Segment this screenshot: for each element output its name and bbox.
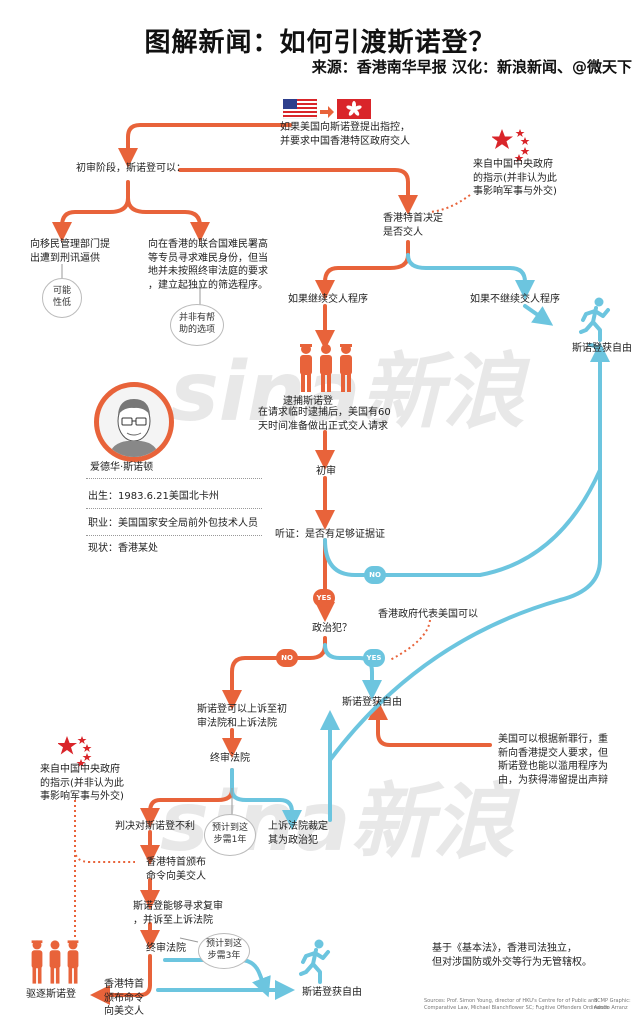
node-first-trial: 初审 <box>316 466 336 477</box>
node-final-court-2: 终审法院 <box>146 943 186 954</box>
badge-yes-political: YES <box>363 649 385 667</box>
node-immigration: 向移民管理部门提 出遭到刑讯逼供 <box>30 239 110 264</box>
node-not-continue: 如果不继续交人程序 <box>470 294 560 305</box>
bubble-estimate-1y-text: 预计到这 步需1年 <box>211 823 248 845</box>
node-central-gov-top: 来自中国中央政府 的指示(并非认为此 事影响军事与外交) <box>473 159 557 197</box>
line-firststage-to-ceo <box>178 168 418 215</box>
hk-flag-icon <box>337 99 371 119</box>
node-final-court-1: 终审法院 <box>210 753 250 764</box>
line-newcharge-loop <box>368 700 492 747</box>
node-unhcr: 向在香港的联合国难民署高 等专员寻求难民身份，但当 地并未按照终审法庭的要求 ，… <box>148 239 268 291</box>
node-continue-process: 如果继续交人程序 <box>288 294 368 305</box>
profile-divider <box>86 508 262 509</box>
line-ceo-to-continue <box>315 240 410 300</box>
police-arrest-icon <box>296 342 356 398</box>
node-deport: 驱逐斯诺登 <box>26 989 76 1000</box>
node-us-new-charge: 美国可以根据新罪行，重 新向香港提交人要求，但 斯诺登也能以滥用程序为 由，为获… <box>498 734 608 786</box>
line-hearing-no <box>323 468 602 577</box>
node-ruled-against: 判决对斯诺登不利 <box>115 821 195 832</box>
node-ceo-order-1: 香港特首颁布 命令向美交人 <box>146 857 206 882</box>
line-split-left <box>52 180 130 242</box>
profile-born: 出生：1983.6.21美国北卡州 <box>88 491 219 502</box>
node-hk-ceo-decide: 香港特首决定 是否交人 <box>383 213 443 238</box>
node-appeal-ruled: 上诉法院裁定 其为政治犯 <box>268 821 328 846</box>
line-final1-to-ruled <box>140 768 234 828</box>
us-flag-icon <box>282 98 318 120</box>
badge-no-political: NO <box>276 649 298 667</box>
line-not-continue <box>406 253 535 300</box>
bubble-not-helpful: 并非有帮 助的选项 <box>170 304 224 346</box>
node-free-right: 斯诺登获自由 <box>572 343 632 354</box>
profile-job: 职业：美国国家安全局前外包技术人员 <box>88 518 258 529</box>
node-arrest-detail: 在请求临时逮捕后，美国有60 天时间准备做出正式交人请求 <box>258 407 391 432</box>
node-central-gov-bottom: 来自中国中央政府 的指示(并非认为此 事影响军事与外交) <box>40 764 124 802</box>
line-rail-to-final <box>328 558 602 797</box>
china-stars-icon <box>57 735 94 771</box>
bubble-possible-low-text: 可能 性低 <box>52 286 71 308</box>
bubble-estimate-3y-text: 预计到这 步需3年 <box>205 939 242 961</box>
bubble-not-helpful-text: 并非有帮 助的选项 <box>178 313 215 335</box>
node-arrest: 逮捕斯诺登 <box>283 396 333 407</box>
dotted-central-top <box>429 194 471 213</box>
page-title: 图解新闻：如何引渡斯诺登？ <box>144 28 496 58</box>
sources-right: SCMP Graphic: Adolfo Arranz <box>594 998 631 1011</box>
arrow-right-icon <box>320 103 334 122</box>
bubble-estimate-1y: 预计到这 步需1年 <box>204 814 256 856</box>
line-political-no <box>222 636 327 710</box>
running-man-icon <box>578 296 614 346</box>
profile-divider <box>86 478 262 479</box>
badge-no-hearing: NO <box>364 566 386 584</box>
dotted-hkgov-represent <box>389 619 431 661</box>
line-final1-to-appealruled <box>230 768 302 830</box>
badge-yes-hearing: YES <box>313 589 335 607</box>
line-split-right <box>126 196 210 242</box>
snowden-portrait-icon <box>94 382 174 462</box>
profile-status: 现状：香港某处 <box>88 543 158 554</box>
node-first-stage: 初审阶段，斯诺登可以： <box>76 163 186 174</box>
line-top-to-firststage <box>118 123 292 168</box>
node-free-mid: 斯诺登获自由 <box>342 697 402 708</box>
china-stars-icon <box>491 127 532 167</box>
profile-divider <box>86 535 262 536</box>
police-arrest-icon <box>28 938 82 990</box>
node-hearing: 听证：是否有足够证据证 <box>275 529 385 540</box>
bubble-possible-low: 可能 性低 <box>42 278 82 318</box>
node-appeal: 斯诺登可以上诉至初 审法院和上诉法院 <box>197 704 287 729</box>
page-subtitle: 来源：香港南华早报 汉化：新浪新闻、@微天下 <box>311 58 632 76</box>
node-seek-review: 斯诺登能够寻求复审 ，并诉至上诉法院 <box>133 901 223 926</box>
node-political: 政治犯？ <box>312 623 352 634</box>
bubble-estimate-3y: 预计到这 步需3年 <box>198 933 250 969</box>
line-to-free-right <box>523 304 554 326</box>
node-us-request: 如果美国向斯诺登提出指控， 并要求中国香港特区政府交人 <box>280 122 410 147</box>
sources-left: Sources: Prof. Simon Young, director of … <box>424 998 609 1011</box>
node-free-bottom: 斯诺登获自由 <box>302 987 362 998</box>
node-hk-gov-represent: 香港政府代表美国可以 <box>378 609 478 620</box>
profile-name: 爱德华·斯诺顿 <box>90 462 154 473</box>
node-basic-law: 基于《基本法》，香港司法独立， 但对涉国防或外交等行为无管辖权。 <box>432 943 592 968</box>
running-man-icon <box>298 938 334 988</box>
node-ceo-order-2: 香港特首 颁布命令 向美交人 <box>104 979 144 1017</box>
